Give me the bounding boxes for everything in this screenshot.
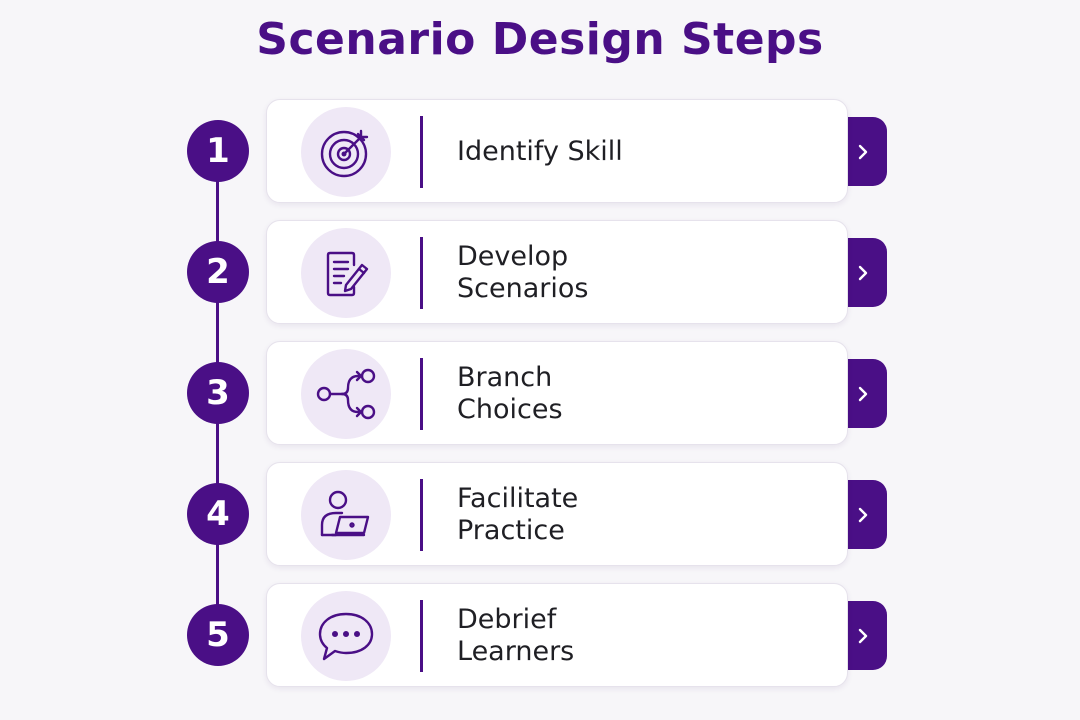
step-2: Develop Scenarios 2 bbox=[0, 220, 1080, 324]
step-3-icon-circle bbox=[301, 349, 391, 439]
step-5-card[interactable]: Debrief Learners bbox=[266, 583, 848, 687]
branch-icon bbox=[316, 368, 376, 420]
step-4-divider bbox=[420, 479, 423, 551]
step-3-divider bbox=[420, 358, 423, 430]
step-1-number-badge: 1 bbox=[187, 120, 249, 182]
chevron-right-icon bbox=[858, 628, 867, 643]
step-4-card[interactable]: Facilitate Practice bbox=[266, 462, 848, 566]
step-1-label: Identify Skill bbox=[457, 136, 623, 167]
step-2-number-badge: 2 bbox=[187, 241, 249, 303]
step-1-card[interactable]: Identify Skill bbox=[266, 99, 848, 203]
step-5: Debrief Learners 5 bbox=[0, 583, 1080, 687]
target-icon bbox=[320, 129, 369, 178]
step-5-number-badge: 5 bbox=[187, 604, 249, 666]
chat-bubble-icon bbox=[318, 612, 374, 661]
step-5-label: Debrief Learners bbox=[457, 604, 575, 667]
step-2-label: Develop Scenarios bbox=[457, 241, 589, 304]
step-3-number-badge: 3 bbox=[187, 362, 249, 424]
step-4-icon-circle bbox=[301, 470, 391, 560]
step-1-icon-circle bbox=[301, 107, 391, 197]
step-2-card[interactable]: Develop Scenarios bbox=[266, 220, 848, 324]
step-4-number-badge: 4 bbox=[187, 483, 249, 545]
step-3: Branch Choices 3 bbox=[0, 341, 1080, 445]
chevron-right-icon bbox=[858, 144, 867, 159]
step-2-divider bbox=[420, 237, 423, 309]
chevron-right-icon bbox=[858, 386, 867, 401]
chevron-right-icon bbox=[858, 507, 867, 522]
step-1: Identify Skill 1 bbox=[0, 99, 1080, 203]
step-5-divider bbox=[420, 600, 423, 672]
user-laptop-icon bbox=[320, 490, 370, 537]
chevron-right-icon bbox=[858, 265, 867, 280]
step-3-card[interactable]: Branch Choices bbox=[266, 341, 848, 445]
step-1-divider bbox=[420, 116, 423, 188]
page-title: Scenario Design Steps bbox=[256, 14, 824, 65]
step-3-label: Branch Choices bbox=[457, 362, 563, 425]
step-4: Facilitate Practice 4 bbox=[0, 462, 1080, 566]
document-edit-icon bbox=[326, 251, 369, 297]
step-5-icon-circle bbox=[301, 591, 391, 681]
step-4-label: Facilitate Practice bbox=[457, 483, 579, 546]
step-2-icon-circle bbox=[301, 228, 391, 318]
